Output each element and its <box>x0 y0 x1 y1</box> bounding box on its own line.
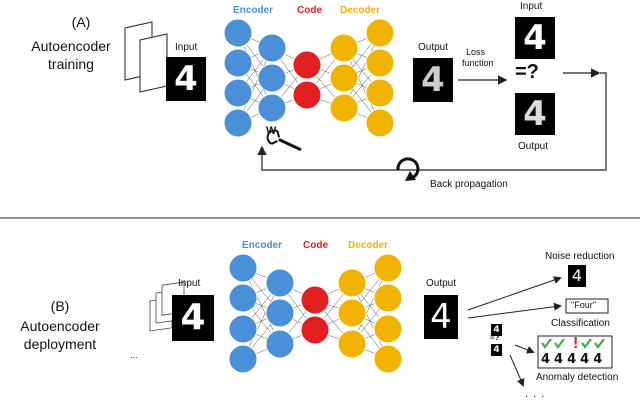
loss-label-line1: Loss <box>466 47 486 57</box>
net-b-encoder-node <box>265 329 295 359</box>
input-digit-b: 4 <box>172 295 214 341</box>
arrow-classification <box>467 302 562 319</box>
input-label-a: Input <box>175 42 198 53</box>
loss-label-line2: function <box>462 58 494 68</box>
arrow-noise <box>467 276 562 311</box>
net-b-encoder-node <box>265 268 295 298</box>
classification-box <box>565 298 609 314</box>
net-a-encoder-node <box>223 18 253 48</box>
decoder-label-b: Decoder <box>348 240 389 251</box>
anomaly-mark: ! <box>573 335 579 352</box>
classification-label: Classification <box>551 318 610 329</box>
net-a-decoder-node <box>365 48 395 78</box>
anomaly-digit: 4 <box>541 352 555 367</box>
net-a-decoder-node <box>365 108 395 138</box>
output-digit-b: 4 <box>424 295 458 339</box>
net-a-encoder-node <box>257 93 287 123</box>
mini-compare-symbol: =? <box>490 333 500 342</box>
section-a-title-line2: training <box>48 56 94 72</box>
net-b-encoder-node <box>265 298 295 328</box>
more-ellipsis: . . . <box>525 388 546 400</box>
net-a-code-node <box>292 80 322 110</box>
net-a-encoder-node <box>223 78 253 108</box>
net-b-encoder-node <box>228 344 258 374</box>
anomaly-digit: 4 <box>567 352 581 367</box>
mini-input-digit: 4 <box>491 324 502 336</box>
stack-dots-b: ... <box>130 350 138 360</box>
mini-output-digit: 4 <box>491 344 502 356</box>
net-a-decoder-node <box>329 33 359 63</box>
net-b-decoder-node <box>373 283 403 313</box>
output-label-a: Output <box>418 42 449 53</box>
net-b-encoder-node <box>228 314 258 344</box>
right-output-label: Output <box>518 141 549 152</box>
check-icon <box>581 338 592 349</box>
net-b-decoder-node <box>373 253 403 283</box>
net-a-decoder-node <box>329 93 359 123</box>
net-b-encoder-node <box>228 253 258 283</box>
net-b-decoder-node <box>337 329 367 359</box>
section-b-title-line1: Autoencoder <box>20 318 100 334</box>
net-a-decoder-node <box>365 78 395 108</box>
arrow-more <box>509 354 525 387</box>
net-b-encoder-node <box>228 283 258 313</box>
net-a-code-node <box>292 50 322 80</box>
right-input-label: Input <box>520 1 543 12</box>
input-digit-a: 4 <box>166 57 206 101</box>
circular-arrow-icon <box>396 157 420 181</box>
net-b-decoder-node <box>337 268 367 298</box>
arrow-anomaly <box>514 344 535 354</box>
weights-label: W <box>266 125 277 137</box>
decoder-label-a: Decoder <box>340 5 381 16</box>
net-a-encoder-node <box>223 108 253 138</box>
net-b-decoder-node <box>373 344 403 374</box>
net-a-decoder-node <box>329 63 359 93</box>
net-a-encoder-node <box>257 33 287 63</box>
backprop-arrow <box>257 72 607 171</box>
right-input-digit: 4 <box>515 17 555 59</box>
check-icon <box>541 338 552 349</box>
encoder-label-a: Encoder <box>233 5 274 16</box>
network-a-nodes <box>223 18 395 138</box>
right-output-digit: 4 <box>515 93 555 135</box>
check-icon <box>554 338 565 349</box>
anomaly-digit: 4 <box>580 352 594 367</box>
anomaly-digit: 4 <box>593 352 607 367</box>
net-a-encoder-node <box>223 48 253 78</box>
section-a-title-line1: Autoencoder <box>31 38 111 54</box>
output-label-b: Output <box>426 278 457 289</box>
noise-digit: 4 <box>568 265 586 287</box>
net-a-encoder-node <box>257 63 287 93</box>
code-label-b: Code <box>303 240 328 251</box>
section-b-label: (B) <box>50 298 70 314</box>
anomaly-detection-label: Anomaly detection <box>536 372 619 383</box>
anomaly-digit: 4 <box>554 352 568 367</box>
net-a-decoder-node <box>365 18 395 48</box>
section-a-label: (A) <box>71 14 91 30</box>
output-digit-a: 4 <box>413 58 453 102</box>
net-b-code-node <box>300 285 330 315</box>
code-label-a: Code <box>297 5 322 16</box>
net-b-code-node <box>300 315 330 345</box>
input-stack-a <box>124 21 168 93</box>
input-label-b: Input <box>178 278 201 289</box>
backprop-label: Back propagation <box>430 179 508 190</box>
four-text: "Four" <box>571 300 596 310</box>
network-b-nodes <box>228 253 403 374</box>
net-b-decoder-node <box>373 314 403 344</box>
encoder-label-b: Encoder <box>242 240 283 251</box>
net-b-decoder-node <box>337 298 367 328</box>
check-marks <box>541 338 605 349</box>
anomaly-digits: 44444 <box>541 352 606 367</box>
section-b-title-line2: deployment <box>23 336 97 352</box>
compare-symbol-a: =? <box>515 61 539 83</box>
check-icon <box>594 338 605 349</box>
noise-reduction-label: Noise reduction <box>545 251 615 262</box>
wrench-icon <box>266 129 302 151</box>
